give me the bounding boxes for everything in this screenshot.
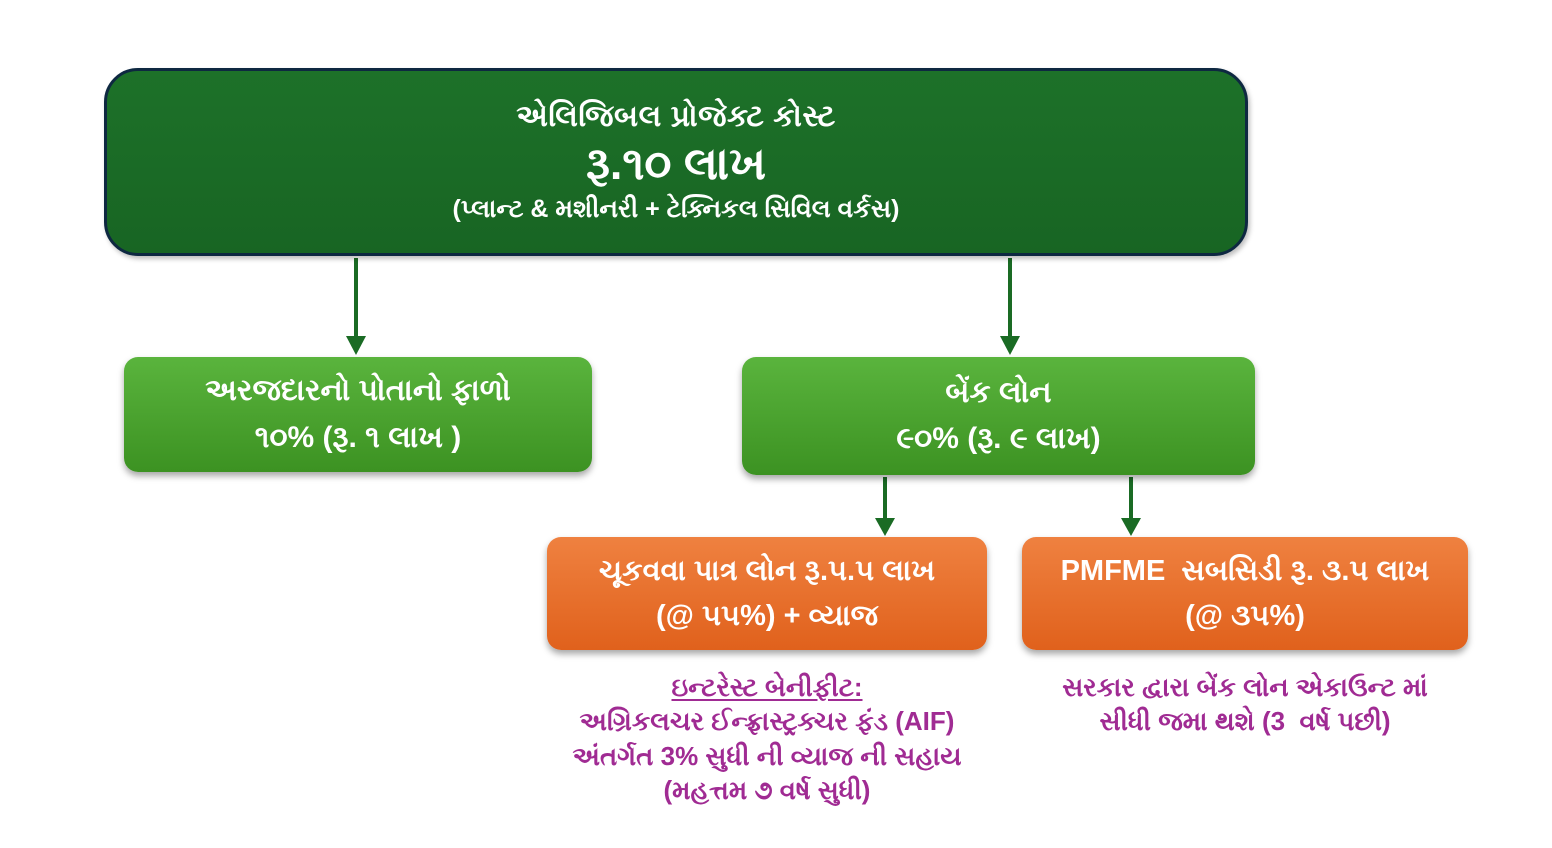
node-own-contribution: અરજદારનો પોતાનો ફાળો ૧૦% (રૂ. ૧ લાખ ) xyxy=(124,357,592,472)
interest-benefit-line: અંતર્ગત 3% સુધી ની વ્યાજ ની સહાય xyxy=(572,740,962,771)
pmfme-subsidy-title: PMFME સબસિડી રૂ. ૩.૫ લાખ xyxy=(1060,554,1430,587)
note-subsidy-credit: સરકાર દ્વારા બેંક લોન એકાઉન્ટ માં સીધી જ… xyxy=(1002,670,1488,739)
interest-benefit-line: અગ્રિકલચર ઈન્ફ્રાસ્ટ્રક્ચર ફંડ (AIF) xyxy=(579,706,955,737)
interest-benefit-heading: ઇન્ટરેસ્ટ બેનીફીટ: xyxy=(671,672,863,702)
note-interest-benefit: ઇન્ટરેસ્ટ બેનીફીટ: અગ્રિકલચર ઈન્ફ્રાસ્ટ્… xyxy=(532,670,1002,807)
node-pmfme-subsidy: PMFME સબસિડી રૂ. ૩.૫ લાખ (@ ૩૫%) xyxy=(1022,537,1468,650)
node-project-cost: એલિજિબલ પ્રોજેક્ટ કોસ્ટ રૂ.૧૦ લાખ (પ્લાન… xyxy=(104,68,1248,256)
subsidy-credit-line: સરકાર દ્વારા બેંક લોન એકાઉન્ટ માં xyxy=(1062,672,1428,702)
arrow-bank-to-payable-loan xyxy=(875,477,895,536)
project-cost-amount: રૂ.૧૦ લાખ xyxy=(585,138,767,190)
own-contribution-title: અરજદારનો પોતાનો ફાળો xyxy=(205,374,511,407)
bank-loan-title: બેંક લોન xyxy=(945,375,1052,409)
arrow-bank-to-subsidy xyxy=(1121,477,1141,536)
project-cost-title: એલિજિબલ પ્રોજેક્ટ કોસ્ટ xyxy=(516,100,836,134)
arrow-root-to-bank-loan xyxy=(1000,258,1020,355)
bank-loan-amount: ૯૦% (રૂ. ૯ લાખ) xyxy=(896,422,1101,455)
node-payable-loan: ચૂકવવા પાત્ર લોન રૂ.૫.૫ લાખ (@ ૫૫%) + વ્… xyxy=(547,537,987,650)
subsidy-credit-line: સીધી જમા થશે (3 વર્ષ પછી) xyxy=(1099,706,1391,737)
payable-loan-amount: (@ ૫૫%) + વ્યાજ xyxy=(655,599,879,632)
payable-loan-title: ચૂકવવા પાત્ર લોન રૂ.૫.૫ લાખ xyxy=(598,554,936,587)
node-bank-loan: બેંક લોન ૯૦% (રૂ. ૯ લાખ) xyxy=(742,357,1255,475)
interest-benefit-line: (મહત્તમ ૭ વર્ષ સુધી) xyxy=(663,774,871,805)
arrow-root-to-own-contribution xyxy=(346,258,366,355)
own-contribution-amount: ૧૦% (રૂ. ૧ લાખ ) xyxy=(254,420,462,454)
project-cost-subtitle: (પ્લાન્ટ & મશીનરી + ટેક્નિકલ સિવિલ વર્કસ… xyxy=(452,194,900,223)
pmfme-subsidy-amount: (@ ૩૫%) xyxy=(1185,599,1305,632)
